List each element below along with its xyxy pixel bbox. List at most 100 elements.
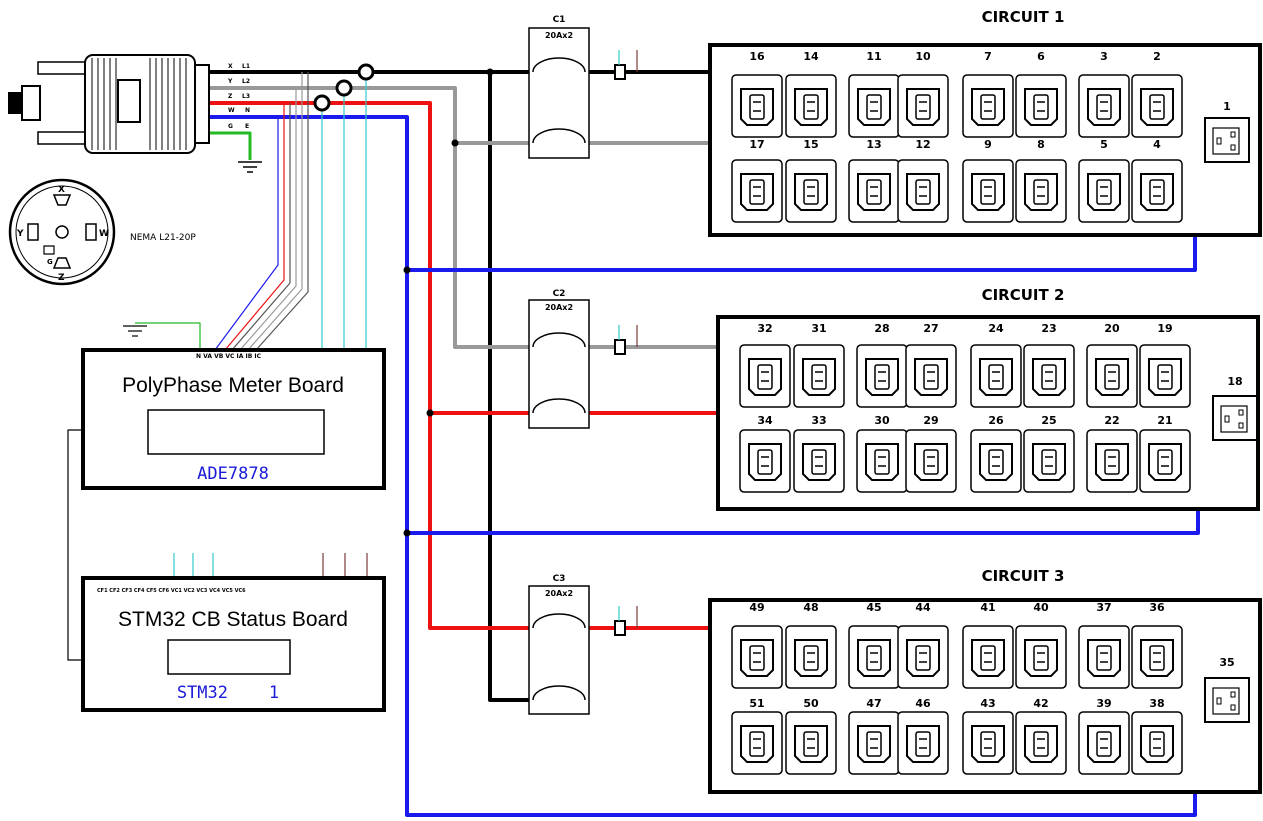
outlet-number: 29: [923, 414, 938, 427]
nema-plug: X Y Z W G L1 L2 L3 N E: [8, 54, 250, 154]
wire-line2: [210, 86, 533, 349]
line-label-l2: L2: [242, 78, 250, 85]
pin-label-g: G: [228, 123, 233, 130]
outlet-number: 37: [1096, 601, 1111, 614]
pin-label-w: W: [228, 107, 235, 114]
outlet-number: 32: [757, 322, 772, 335]
outlet-number: 31: [811, 322, 826, 335]
outlet-number: 8: [1037, 138, 1045, 151]
outlet-28: 28: [856, 322, 908, 408]
ct-ring-1: [357, 63, 375, 81]
breaker-rating: 20Ax2: [545, 31, 573, 40]
circuit-title: CIRCUIT 3: [982, 567, 1065, 585]
current-transformers: [313, 63, 375, 112]
face-label-x: X: [58, 185, 65, 195]
line-label-l3: L3: [242, 93, 250, 100]
outlet-number: 39: [1096, 697, 1111, 710]
face-label-g: G: [47, 258, 53, 266]
face-label-z: Z: [58, 273, 65, 283]
outlet-number: 49: [749, 601, 764, 614]
outlet-number: 21: [1157, 414, 1172, 427]
pin-label-x: X: [228, 63, 233, 70]
status-display: [167, 639, 291, 675]
outlet-41: 41: [962, 601, 1014, 689]
outlet-25: 25: [1023, 414, 1075, 493]
breaker-sensor: [614, 339, 626, 355]
outlet-number: 17: [749, 138, 764, 151]
outlet-33: 33: [793, 414, 845, 493]
wire-ground: [205, 131, 252, 160]
outlet-3: 3: [1078, 50, 1130, 138]
ground-symbol-meter: [123, 325, 147, 337]
circuit-title: CIRCUIT 1: [982, 8, 1065, 26]
outlet-12: 12: [897, 138, 949, 223]
outlet-51: 51: [731, 697, 783, 775]
meter-terminals: N VA VB VC IA IB IC: [196, 353, 262, 360]
outlet-number: 25: [1041, 414, 1056, 427]
outlet-number: 18: [1227, 375, 1242, 388]
outlet-number: 23: [1041, 322, 1056, 335]
outlet-number: 4: [1153, 138, 1161, 151]
line-label-e: E: [245, 123, 249, 130]
breaker-sensor: [614, 64, 626, 80]
outlet-number: 24: [988, 322, 1004, 335]
outlet-30: 30: [856, 414, 908, 493]
breaker-pole: [532, 128, 586, 144]
polyphase-meter-board: N VA VB VC IA IB IC PolyPhase Meter Boar…: [81, 348, 386, 490]
outlet-15: 15: [785, 138, 837, 223]
outlet-number: 51: [749, 697, 764, 710]
outlet-6: 6: [1015, 50, 1067, 138]
outlet-19: 19: [1139, 322, 1191, 408]
outlet-number: 6: [1037, 50, 1045, 63]
outlet-number: 14: [803, 50, 819, 63]
breaker-label: C2: [553, 289, 566, 299]
breaker-pole: [532, 332, 586, 348]
outlet-number: 26: [988, 414, 1004, 427]
status-chip-label: STM32 1: [177, 683, 279, 703]
outlet-number: 20: [1104, 322, 1120, 335]
outlet-43: 43: [962, 697, 1014, 775]
outlet-number: 3: [1100, 50, 1108, 63]
outlet-number: 9: [984, 138, 992, 151]
meter-board-title: PolyPhase Meter Board: [122, 374, 344, 397]
face-label-y: Y: [16, 229, 24, 239]
outlet-number: 28: [874, 322, 889, 335]
outlet-22: 22: [1086, 414, 1138, 493]
outlet-number: 30: [874, 414, 890, 427]
outlet-number: 42: [1033, 697, 1048, 710]
outlet-number: 11: [866, 50, 881, 63]
outlet-24: 24: [970, 322, 1022, 408]
outlet-31: 31: [793, 322, 845, 408]
outlet-number: 13: [866, 138, 881, 151]
outlet-number: 36: [1149, 601, 1165, 614]
outlet-37: 37: [1078, 601, 1130, 689]
outlet-9: 9: [962, 138, 1014, 223]
outlet-number: 47: [866, 697, 881, 710]
outlet-40: 40: [1015, 601, 1067, 689]
breaker-c3: C3 20Ax2: [528, 574, 590, 715]
outlet-number: 2: [1153, 50, 1161, 63]
outlet-number: 7: [984, 50, 992, 63]
wire-line1-bus: [488, 72, 533, 702]
outlet-49: 49: [731, 601, 783, 689]
outlet-27: 27: [905, 322, 957, 408]
outlet-45: 45: [848, 601, 900, 689]
outlet-50: 50: [785, 697, 837, 775]
outlet-29: 29: [905, 414, 957, 493]
outlet-35: 35: [1204, 656, 1250, 723]
breaker-pole: [532, 685, 586, 701]
outlet-number: 45: [866, 601, 881, 614]
breaker-rating: 20Ax2: [545, 589, 573, 598]
outlet-number: 44: [915, 601, 931, 614]
outlet-number: 12: [915, 138, 930, 151]
outlet-5: 5: [1078, 138, 1130, 223]
outlet-number: 10: [915, 50, 931, 63]
outlet-36: 36: [1131, 601, 1183, 689]
stm32-status-board: CF1 CF2 CF3 CF4 CF5 CF6 VC1 VC2 VC3 VC4 …: [81, 576, 386, 712]
breaker-label: C3: [553, 574, 566, 584]
outlet-number: 33: [811, 414, 826, 427]
